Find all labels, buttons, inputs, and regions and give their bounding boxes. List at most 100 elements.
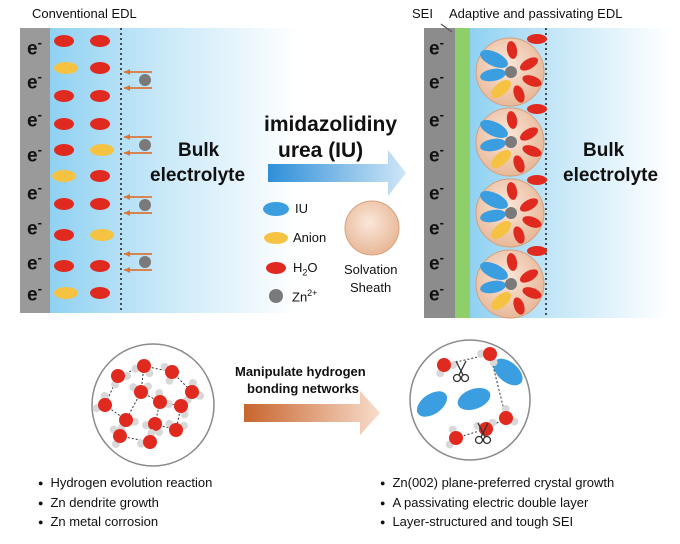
water-molecule xyxy=(506,182,518,200)
hydrogen-atom xyxy=(155,389,164,398)
hydrogen-atom xyxy=(188,379,197,388)
sei-layer xyxy=(455,28,470,318)
water-molecule xyxy=(513,226,525,244)
left-bullet-item: Zn dendrite growth xyxy=(38,494,212,514)
zinc-ion xyxy=(505,207,517,219)
adaptive-edl-title: Adaptive and passivating EDL xyxy=(449,6,623,21)
water-molecule xyxy=(506,111,518,129)
migration-arrow-head xyxy=(124,150,130,156)
solvation-sheath-icon xyxy=(344,200,400,256)
legend-label-anion: Anion xyxy=(293,230,327,245)
zinc-ion xyxy=(139,74,151,86)
iu-disrupted-network xyxy=(409,339,531,461)
additive-name-line2: urea (IU) xyxy=(278,139,364,162)
electrode-left xyxy=(20,28,50,313)
iu-molecule xyxy=(480,120,508,138)
right-bullet-list: Zn(002) plane-preferred crystal growth A… xyxy=(380,474,614,533)
oxygen-atom xyxy=(449,431,463,445)
water-molecule xyxy=(527,34,547,44)
zinc-ion xyxy=(505,278,517,290)
bulk-electrolyte-left-1: Bulk xyxy=(178,140,220,161)
water-molecule xyxy=(513,155,525,173)
electron-label: e- xyxy=(27,69,42,94)
conventional-edl-title: Conventional EDL xyxy=(32,6,137,21)
sei-label: SEI xyxy=(412,6,433,21)
sei-pointer xyxy=(440,23,453,33)
water-molecule xyxy=(54,118,74,130)
anion-icon xyxy=(264,232,288,244)
electron-label: e- xyxy=(429,142,444,167)
water-molecule xyxy=(527,175,547,185)
anion xyxy=(491,292,511,310)
oxygen-atom xyxy=(119,413,133,427)
additive-name-line1: imidazolidiny xyxy=(264,113,398,136)
electrode-right xyxy=(424,28,456,318)
adaptive-edl-panel xyxy=(424,23,670,319)
anion xyxy=(54,62,78,74)
legend xyxy=(263,202,289,303)
oxygen-atom xyxy=(98,398,112,412)
manipulate-label-1: Manipulate hydrogen xyxy=(235,364,366,379)
anion xyxy=(491,221,511,239)
migration-arrow-head xyxy=(124,85,130,91)
zinc-ion xyxy=(505,66,517,78)
iu-molecule xyxy=(493,358,523,386)
water-molecule xyxy=(90,62,110,74)
electron-label: e- xyxy=(27,180,42,205)
edl-ions-left xyxy=(52,35,152,299)
migration-arrow-head xyxy=(124,251,130,257)
water-icon xyxy=(266,262,286,274)
right-bullet-item: A passivating electric double layer xyxy=(380,494,614,514)
oxygen-atom xyxy=(148,417,162,431)
oxygen-atom xyxy=(143,435,157,449)
anion xyxy=(491,80,511,98)
iu-molecule xyxy=(480,191,508,209)
electrolyte-region-left xyxy=(48,28,298,313)
water-molecule xyxy=(90,118,110,130)
left-bullet-list: Hydrogen evolution reaction Zn dendrite … xyxy=(38,474,212,533)
iu-molecule xyxy=(480,280,506,294)
water-molecule xyxy=(90,90,110,102)
water-molecule xyxy=(54,144,74,156)
manipulate-arrow xyxy=(244,391,380,435)
electron-label: e- xyxy=(27,250,42,275)
electron-label: e- xyxy=(429,69,444,94)
legend-label-zinc: Zn2+ xyxy=(292,288,318,305)
legend-label-water: H2O xyxy=(293,260,318,278)
solvation-sheath-label-1: Solvation xyxy=(344,262,398,277)
iu-molecule xyxy=(480,209,506,223)
hydrogen-atom xyxy=(100,392,109,401)
water-molecule xyxy=(522,75,542,87)
water-molecule xyxy=(513,297,525,315)
iu-molecule xyxy=(416,391,448,417)
bulk-electrolyte-right-1: Bulk xyxy=(583,140,625,161)
scissors-icon xyxy=(452,360,470,383)
hydrogen-bond xyxy=(489,353,507,419)
water-molecule xyxy=(522,145,542,157)
oxygen-atom xyxy=(134,385,148,399)
water-molecule xyxy=(90,170,110,182)
conventional-edl-panel xyxy=(20,28,298,313)
electron-label: e- xyxy=(429,35,444,60)
anion xyxy=(90,144,114,156)
hydrogen-atom xyxy=(123,372,131,380)
water-molecule xyxy=(90,287,110,299)
electron-label: e- xyxy=(27,35,42,60)
transform-arrow xyxy=(268,150,406,196)
electron-label: e- xyxy=(429,281,444,306)
anion xyxy=(491,150,511,168)
water-molecule xyxy=(54,229,74,241)
hydrogen-atom xyxy=(501,405,510,414)
water-molecule xyxy=(90,198,110,210)
water-molecule xyxy=(90,260,110,272)
bulk-electrolyte-right-2: electrolyte xyxy=(563,165,659,186)
water-molecule xyxy=(519,269,539,283)
anion xyxy=(54,287,78,299)
bulk-electrolyte-left-2: electrolyte xyxy=(150,165,246,186)
electron-label: e- xyxy=(27,215,42,240)
electron-label: e- xyxy=(27,107,42,132)
iu-molecule xyxy=(480,138,506,152)
manipulate-label-2: bonding networks xyxy=(247,381,359,396)
iu-molecule xyxy=(480,50,508,68)
oxygen-atom xyxy=(169,423,183,437)
